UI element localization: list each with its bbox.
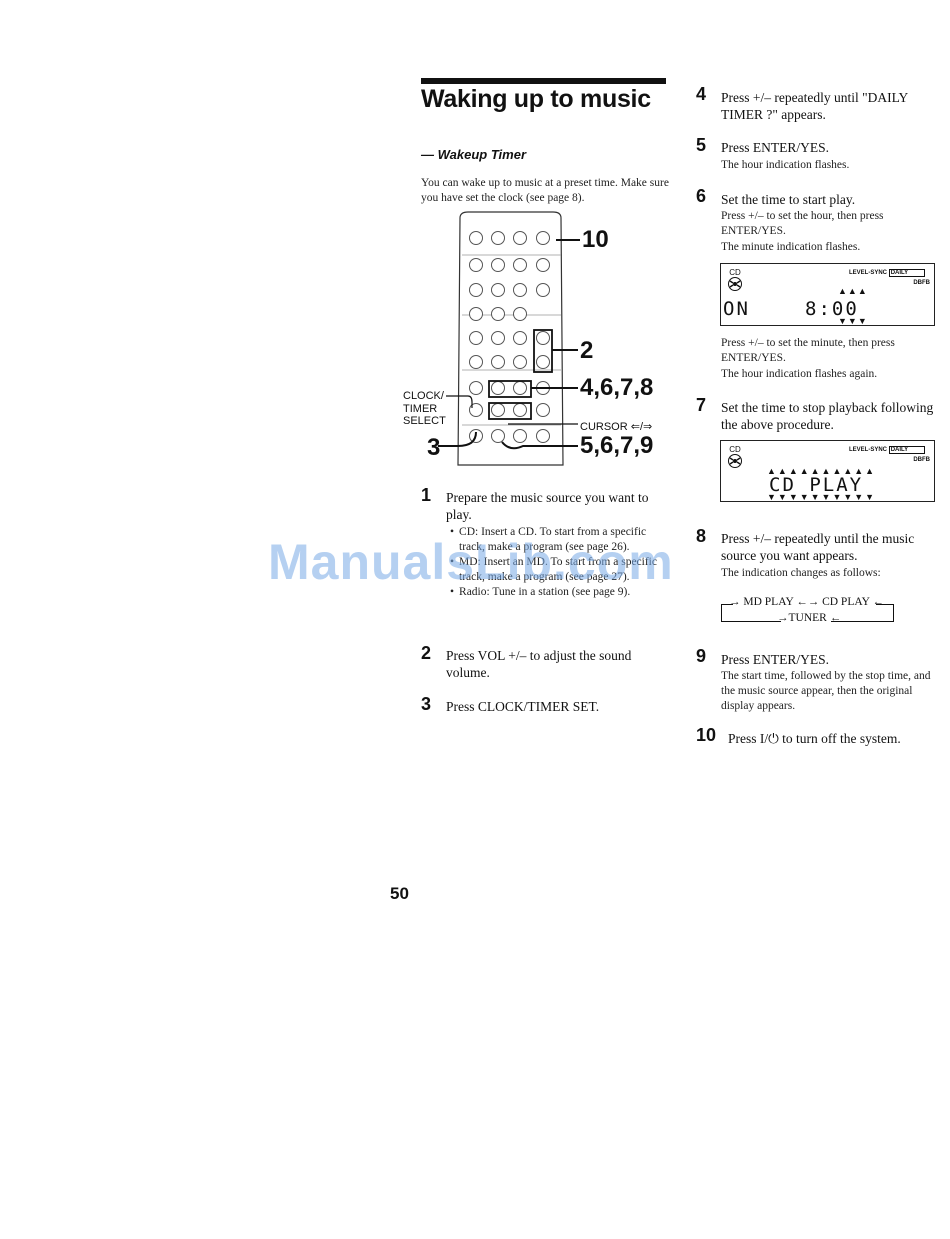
callout-10: 10 [582,226,609,253]
remote-button [469,355,483,369]
remote-button [513,403,527,417]
remote-button [491,283,505,297]
remote-button [469,403,483,417]
step-6-text: Set the time to start play. [721,192,856,207]
remote-button [513,231,527,245]
callout-4678: 4,6,7,8 [580,374,654,401]
step-8-number: 8 [696,526,707,546]
intro-text: You can wake up to music at a preset tim… [421,177,669,204]
flash-marks-icon: ▲▲▲ [838,286,868,296]
step-9-number: 9 [696,646,707,666]
remote-button [491,231,505,245]
callout-3: 3 [427,434,441,461]
remote-button [513,307,527,321]
step-6-after1: Press +/– to set the minute, then press … [721,337,895,364]
lcd-time-text: 8:00 [805,298,859,320]
step-8-text: Press +/– repeatedly until the music sou… [721,531,915,563]
flash-marks-icon: ▼▼▼ [838,316,868,326]
remote-button [536,355,550,369]
remote-button [469,331,483,345]
step-1-bullets: •CD: Insert a CD. To start from a specif… [450,525,664,600]
step-8-sub: The indication changes as follows: [721,567,881,579]
remote-button [536,258,550,272]
remote-button [469,231,483,245]
remote-button [491,429,505,443]
callout-2: 2 [580,337,594,364]
remote-button [491,258,505,272]
remote-button [491,307,505,321]
page-number: 50 [390,884,409,903]
cursor-label: CURSOR ⇐/⇒ [580,421,653,433]
step-6-sub: Press +/– to set the hour, then press EN… [721,210,884,237]
remote-button [513,331,527,345]
list-item: •MD: Insert an MD. To start from a speci… [450,556,657,583]
list-item: •Radio: Tune in a station (see page 9). [450,586,631,598]
remote-button [491,331,505,345]
step-3-text: Press CLOCK/TIMER SET. [446,699,600,714]
step-3-number: 3 [421,694,432,714]
remote-button [536,403,550,417]
remote-illustration [438,211,580,466]
step-7-text: Set the time to stop playback following … [721,400,934,432]
cd-disc-icon: CD [727,445,743,470]
flash-marks-icon: ▼▼▼▼▼▼▼▼▼▼ [767,492,877,502]
title-rule [421,78,666,84]
step-6-number: 6 [696,186,707,206]
step-9-sub: The start time, followed by the stop tim… [721,670,931,712]
remote-button [513,381,527,395]
lcd-cdplay-text: CD PLAY [769,474,864,496]
list-item: •CD: Insert a CD. To start from a specif… [450,526,647,553]
flash-marks-icon: ▲▲▲▲▲▲▲▲▲▲ [767,466,877,476]
remote-button [469,258,483,272]
step-5-sub: The hour indication flashes. [721,159,850,171]
step-10-text: Press I/⏻ to turn off the system. [728,731,901,746]
lcd-on-text: ON [723,298,750,320]
step-1-number: 1 [421,485,432,505]
cursor-arrows-icon: ⇐/⇒ [630,421,653,433]
clock-timer-select-label: CLOCK/ TIMER SELECT [403,390,446,427]
step-10-number: 10 [696,725,717,745]
remote-button [536,429,550,443]
step-4-text: Press +/– repeatedly until "DAILY TIMER … [721,90,908,122]
cd-disc-icon: CD [727,268,743,293]
remote-button [536,283,550,297]
remote-button [469,283,483,297]
step-2-text: Press VOL +/– to adjust the sound volume… [446,648,632,680]
remote-button [513,355,527,369]
remote-button [491,355,505,369]
remote-button [513,429,527,443]
source-cycle-diagram: → MD PLAY ←→ CD PLAY ← →TUNER ← [721,594,901,628]
step-6-after2: The hour indication flashes again. [721,368,878,380]
step-1-text: Prepare the music source you want to pla… [446,490,649,522]
remote-button [491,403,505,417]
remote-button [513,258,527,272]
page-title: Waking up to music [421,85,651,113]
step-6-sub2: The minute indication flashes. [721,241,861,253]
lcd-display-start-time: CD LEVEL-SYNC DAILY DBFB ON 8:00 ▲▲▲ ▼▼▼ [720,263,935,326]
page-subtitle: — Wakeup Timer [421,147,526,162]
remote-button [536,231,550,245]
remote-button [469,381,483,395]
remote-button [536,331,550,345]
step-5-text: Press ENTER/YES. [721,140,829,155]
watermark: ManualsLib.com [268,534,674,590]
remote-button [469,307,483,321]
step-5-number: 5 [696,135,707,155]
step-9-text: Press ENTER/YES. [721,652,829,667]
callout-5679: 5,6,7,9 [580,432,654,459]
step-2-number: 2 [421,643,432,663]
step-4-number: 4 [696,84,707,104]
remote-button [513,283,527,297]
lcd-display-music-source: CD LEVEL-SYNC DAILY DBFB ▲▲▲▲▲▲▲▲▲▲ CD P… [720,440,935,502]
remote-button [491,381,505,395]
step-7-number: 7 [696,395,707,415]
